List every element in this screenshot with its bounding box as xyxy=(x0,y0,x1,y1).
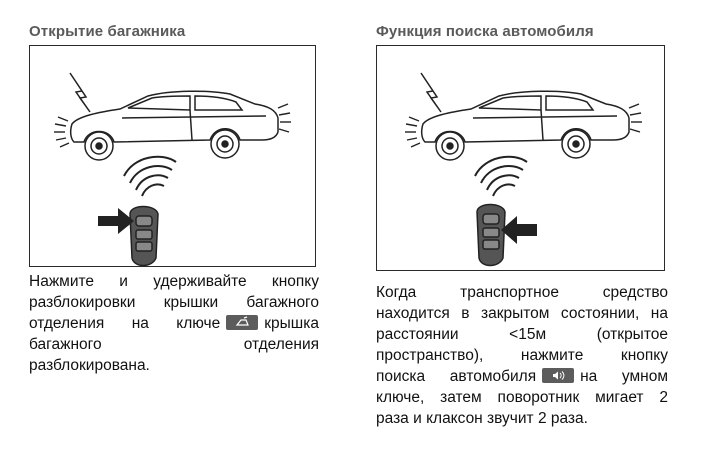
signal-waves-icon-right xyxy=(474,155,528,197)
left-line-1: Нажмите и удерживайте кнопку xyxy=(29,273,319,290)
key-fob-icon-right xyxy=(476,203,506,267)
car-and-key-illustration xyxy=(54,72,291,267)
left-line-3-a: отделения на ключе xyxy=(29,315,221,332)
left-line-5: разблокирована. xyxy=(29,357,150,374)
wheel-icon-right xyxy=(435,129,591,161)
right-line-5-a: поиска автомобиля xyxy=(376,368,537,385)
right-line-6: ключе, затем поворотник мигает 2 xyxy=(376,389,668,406)
left-line-3-b: крышка xyxy=(264,315,319,332)
right-line-5-b: на умном xyxy=(580,368,668,385)
hazard-rays-right-right xyxy=(628,103,642,133)
car-and-key-illustration-right xyxy=(405,72,642,267)
signal-waves-icon xyxy=(123,155,177,197)
left-line-2: разблокировки крышки багажного xyxy=(29,294,319,311)
right-illustration xyxy=(376,45,665,271)
lightning-icon-right xyxy=(420,72,442,113)
left-illustration xyxy=(29,45,316,267)
right-description: Когда транспортное средство находится в … xyxy=(376,282,668,429)
right-line-2: находится в закрытом состоянии, на xyxy=(376,305,668,322)
hazard-rays-left xyxy=(54,116,70,148)
speaker-button-icon xyxy=(542,368,575,383)
wheel-icon xyxy=(84,129,240,161)
hazard-rays-right xyxy=(277,103,291,133)
lightning-icon xyxy=(69,72,91,113)
arrow-right-icon xyxy=(98,208,134,234)
right-line-3: расстоянии <15м (открытое xyxy=(376,326,668,343)
hazard-rays-left-right xyxy=(405,116,421,148)
right-line-5: поиска автомобиля на умном xyxy=(376,366,668,387)
car-icon xyxy=(69,90,279,143)
right-heading: Функция поиска автомобиля xyxy=(376,23,594,40)
key-fob-icon xyxy=(129,205,159,267)
left-description: Нажмите и удерживайте кнопку разблокиров… xyxy=(29,271,319,376)
left-line-4: багажного отделения xyxy=(29,336,319,353)
left-line-3: отделения на ключе крышка xyxy=(29,313,319,334)
arrow-left-icon xyxy=(501,216,537,244)
right-line-1: Когда транспортное средство xyxy=(376,284,668,301)
right-line-7: раза и клаксон звучит 2 раза. xyxy=(376,410,588,427)
right-line-4: пространство), нажмите кнопку xyxy=(376,347,668,364)
left-heading: Открытие багажника xyxy=(29,23,186,40)
trunk-button-icon xyxy=(226,315,259,330)
car-icon-right xyxy=(420,90,630,143)
